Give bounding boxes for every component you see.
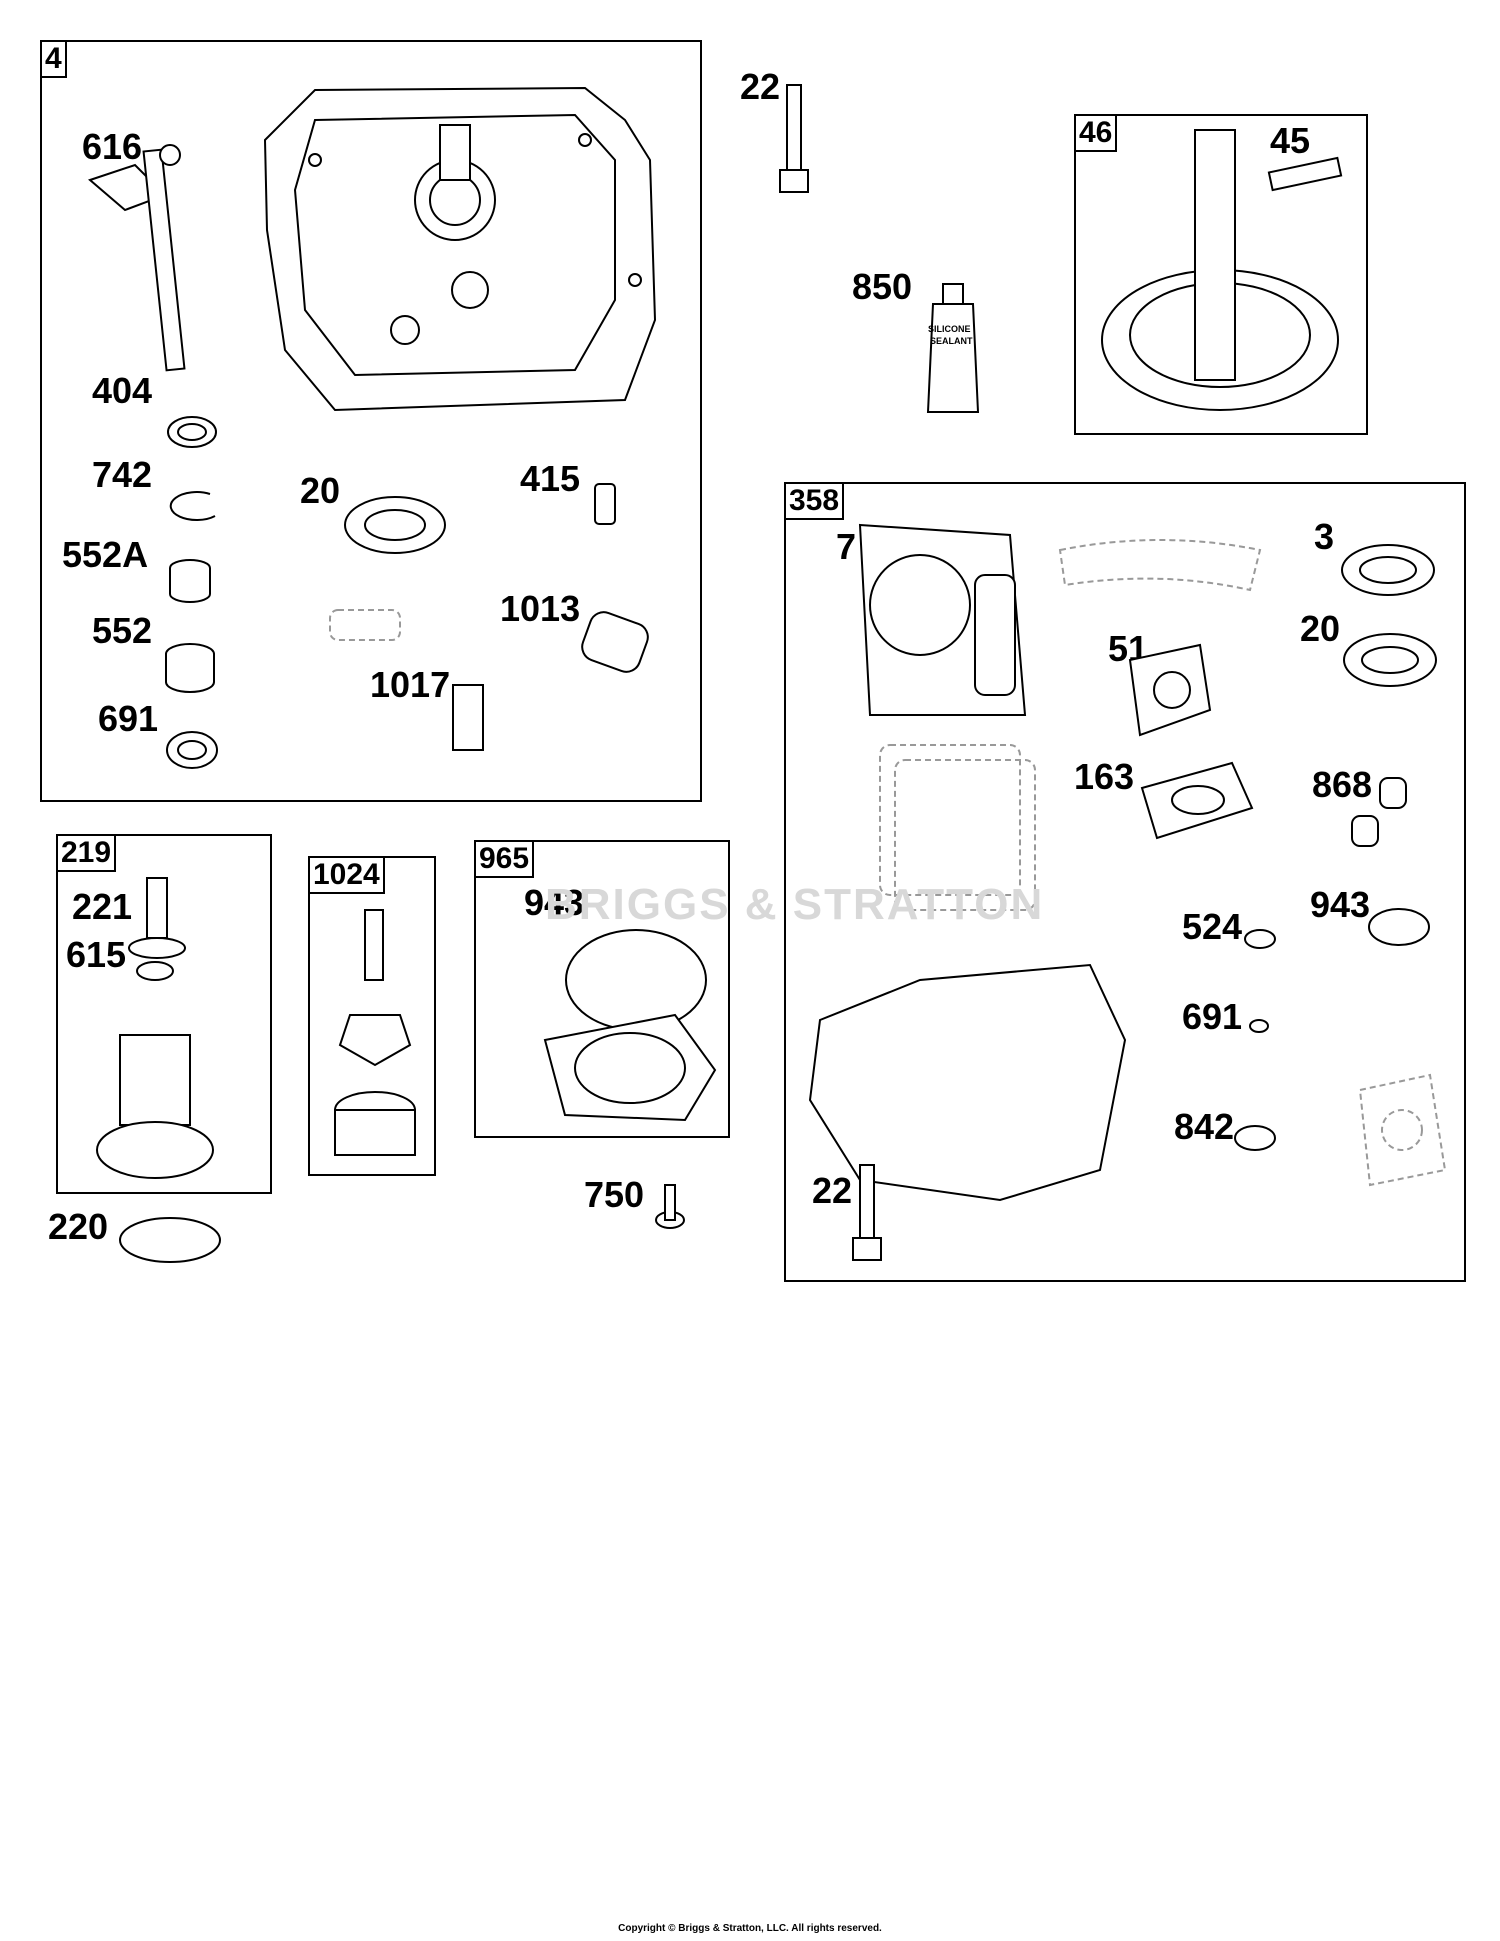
crankcase-cover-drawing [263,86,657,412]
clip-1017-drawing [452,684,484,751]
group-46-box: 46 [1074,114,1368,435]
flange-gasket-ghost [1358,1073,1447,1187]
callout-20-gasket: 20 [1300,608,1341,649]
callout-163: 163 [1074,756,1135,797]
callout-3: 3 [1314,516,1335,557]
callout-691: 691 [98,698,159,739]
gasket-163-drawing [1140,761,1254,840]
plug-415-drawing [594,483,616,525]
callout-842: 842 [1174,1106,1235,1147]
o-ring-524-drawing [1244,929,1276,949]
cup-220-drawing [119,1217,221,1263]
gasket-51-drawing [1128,643,1212,737]
callout-615: 615 [66,934,127,975]
callout-552a: 552A [62,534,149,575]
callout-22-top: 22 [740,66,781,107]
breather-gasket-ghost [879,744,1036,911]
group-4-box: 4 [40,40,702,802]
dowel-868-drawing [1351,777,1407,847]
washer-404-drawing [167,416,217,448]
seal-691-drawing [166,731,218,769]
group-219-box: 219 [56,834,272,1194]
callout-1017: 1017 [370,664,451,705]
group-965-box: 965 [474,840,730,1138]
pin-221-drawing [128,877,186,959]
group-219-label: 219 [58,836,117,872]
callout-404: 404 [92,370,153,411]
group-358-box: 358 [784,482,1466,1282]
callout-220: 220 [48,1206,109,1247]
group-1024-label: 1024 [310,858,385,894]
bolt-22-gasket-drawing [852,1164,882,1261]
callout-850: 850 [852,266,913,307]
o-ring-943-gasket-drawing [1368,908,1430,946]
bushing-552-drawing [165,643,215,693]
washer-691-gasket-drawing [1249,1019,1269,1033]
plug-ghost-drawing [329,609,401,641]
group-4-label: 4 [42,42,67,78]
governor-gear-drawing [96,1034,214,1179]
sealant-tube-text-1: SILICONE [928,324,971,334]
callout-1013: 1013 [500,588,581,629]
callout-868: 868 [1312,764,1373,805]
sealant-tube-850-drawing [926,283,980,413]
group-46-label: 46 [1076,116,1118,152]
group-358-label: 358 [786,484,845,520]
callout-943-gasket: 943 [1310,884,1371,925]
callout-616: 616 [82,126,143,167]
group-965-label: 965 [476,842,535,878]
seal-3-drawing [1341,544,1435,596]
bushing-552a-drawing [169,559,211,603]
callout-750: 750 [584,1174,645,1215]
callout-45: 45 [1270,120,1311,161]
oil-pump-parts-drawing [334,909,416,1156]
callout-221: 221 [72,886,133,927]
callout-742: 742 [92,454,153,495]
screw-750-drawing [655,1184,685,1229]
ring-615-drawing [136,961,174,981]
copyright-footer: Copyright © Briggs & Stratton, LLC. All … [618,1923,882,1934]
seal-20-gasket-drawing [1343,633,1437,687]
sealant-tube-text-2: SEALANT [930,336,973,346]
brand-watermark: BRIGGS & STRATTON [545,880,1045,929]
sleeve-1013-drawing [581,611,649,673]
callout-552: 552 [92,610,153,651]
governor-shaft-drawing [88,144,186,372]
callout-943: 943 [524,882,585,923]
seal-20-drawing [344,496,446,554]
bolt-22-drawing [779,84,809,193]
group-1024-box: 1024 [308,856,436,1176]
camshaft-gear-drawing [1101,129,1343,411]
callout-524: 524 [1182,906,1243,947]
callout-20: 20 [300,470,341,511]
head-gasket-7-drawing [858,523,1027,716]
callout-22-gasket: 22 [812,1170,853,1211]
pump-cover-plate-drawing [543,1013,717,1122]
callout-415: 415 [520,458,581,499]
o-ring-842-drawing [1234,1125,1276,1151]
crankcase-gasket-drawing [808,963,1127,1202]
callout-7: 7 [836,526,857,567]
e-ring-742-drawing [169,491,216,522]
callout-691-gasket: 691 [1182,996,1243,1037]
valve-cover-gasket-ghost [1058,539,1262,592]
